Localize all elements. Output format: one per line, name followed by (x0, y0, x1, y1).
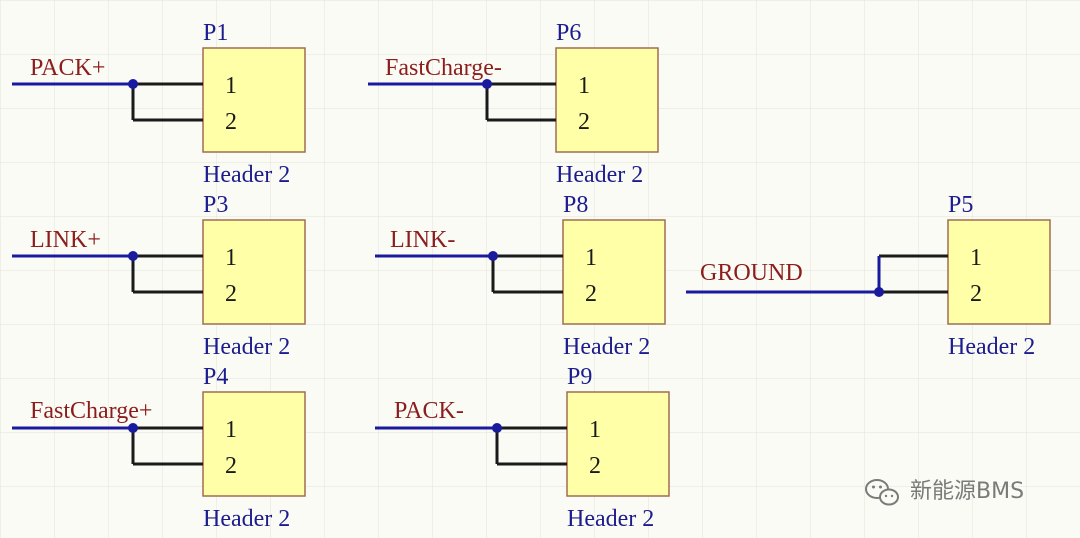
header-body (562, 219, 666, 325)
pin-number-1: 1 (589, 417, 601, 443)
header-body (947, 219, 1051, 325)
pin-number-1: 1 (970, 245, 982, 271)
net-label: GROUND (700, 260, 803, 286)
designator-label: P1 (203, 20, 228, 46)
pin-number-1: 1 (225, 245, 237, 271)
value-label: Header 2 (556, 162, 643, 188)
designator-label: P4 (203, 364, 228, 390)
junction-dot (128, 423, 138, 433)
net-label: PACK- (394, 398, 464, 424)
designator-label: P8 (563, 192, 588, 218)
junction-dot (128, 251, 138, 261)
value-label: Header 2 (948, 334, 1035, 360)
header-body (555, 47, 659, 153)
pin-number-2: 2 (585, 281, 597, 307)
header-body (202, 219, 306, 325)
net-label: LINK- (390, 227, 455, 253)
value-label: Header 2 (563, 334, 650, 360)
junction-dot (492, 423, 502, 433)
header-body (202, 391, 306, 497)
value-label: Header 2 (203, 162, 290, 188)
junction-dot (874, 287, 884, 297)
net-label: PACK+ (30, 55, 105, 81)
watermark: 新能源BMS (865, 479, 1024, 506)
net-label: LINK+ (30, 227, 101, 253)
pin-number-2: 2 (589, 453, 601, 479)
net-label: FastCharge- (385, 55, 502, 81)
designator-label: P9 (567, 364, 592, 390)
net-label: FastCharge+ (30, 398, 152, 424)
value-label: Header 2 (203, 334, 290, 360)
pin-number-1: 1 (585, 245, 597, 271)
header-body (566, 391, 670, 497)
pin-number-1: 1 (225, 417, 237, 443)
pin-number-2: 2 (225, 281, 237, 307)
junction-dot (128, 79, 138, 89)
junction-dot (482, 79, 492, 89)
header-body (202, 47, 306, 153)
pin-number-2: 2 (225, 109, 237, 135)
watermark-text: 新能源BMS (910, 479, 1024, 504)
junction-dot (488, 251, 498, 261)
wechat-icon (865, 479, 899, 506)
pin-number-2: 2 (225, 453, 237, 479)
designator-label: P3 (203, 192, 228, 218)
pin-number-1: 1 (225, 73, 237, 99)
value-label: Header 2 (567, 506, 654, 532)
designator-label: P6 (556, 20, 581, 46)
designator-label: P5 (948, 192, 973, 218)
pin-number-1: 1 (578, 73, 590, 99)
pin-number-2: 2 (578, 109, 590, 135)
pin-number-2: 2 (970, 281, 982, 307)
value-label: Header 2 (203, 506, 290, 532)
